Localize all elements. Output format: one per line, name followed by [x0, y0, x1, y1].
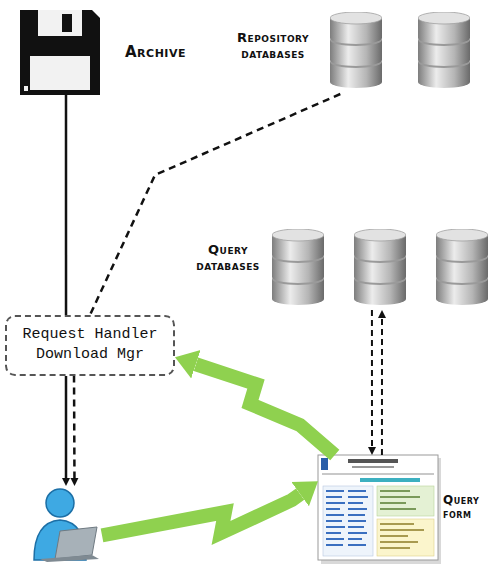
node-label: Request Handler Download Mgr: [15, 325, 165, 366]
node-label: Repository databases: [227, 30, 319, 61]
query-form-node: Query form: [318, 455, 438, 560]
solid-line: [65, 95, 68, 315]
dashed-arrow: [371, 310, 373, 447]
dashed-arrow: [73, 376, 76, 479]
node-label: Query databases: [192, 242, 264, 273]
node-label: Query form: [443, 493, 493, 522]
request-handler-box: Request Handler Download Mgr: [5, 315, 175, 376]
database-icons: [330, 12, 470, 88]
node-label: Archive: [125, 43, 215, 61]
repository-node: Repository databases: [325, 8, 478, 94]
dashed-line: [90, 94, 340, 315]
user-icon: [34, 489, 99, 562]
dashed-arrow: [381, 318, 383, 455]
query-db-node: Query databases: [268, 226, 492, 310]
green-zigzag-arrow: [102, 494, 300, 535]
floppy-icon: [20, 10, 100, 95]
query-form-screenshot: [318, 455, 441, 564]
solid-arrow: [65, 376, 68, 479]
archive-node: Archive: [20, 10, 100, 95]
database-icons: [272, 229, 488, 305]
user-node: [30, 486, 102, 562]
green-zigzag-arrow: [196, 364, 335, 455]
